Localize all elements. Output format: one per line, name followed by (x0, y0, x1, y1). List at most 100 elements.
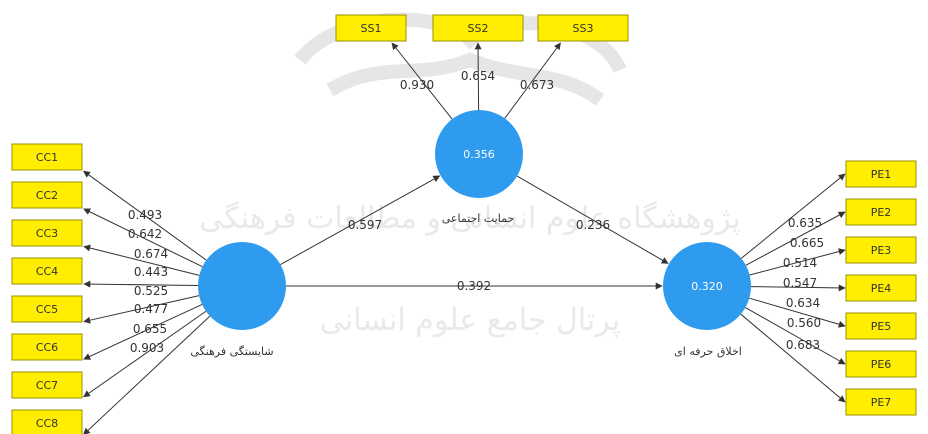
indicator-pe1-label: PE1 (871, 168, 892, 181)
construct-cultural-name: شایستگی فرهنگی (190, 345, 273, 358)
indicator-ss1[interactable]: SS1 (335, 14, 407, 42)
indicator-ss2-box (432, 14, 524, 42)
indicator-ss1-label: SS1 (361, 22, 382, 35)
loading-cc1: 0.493 (128, 208, 162, 222)
loading-pe2: 0.665 (790, 236, 824, 250)
indicator-ss2-label: SS2 (468, 22, 489, 35)
watermark-line-2: پرتال جامع علوم انسانی (320, 303, 620, 338)
loading-arrow-cc8 (82, 315, 211, 434)
loading-cc2: 0.642 (128, 227, 162, 241)
indicator-pe5-label: PE5 (871, 320, 892, 333)
indicator-pe6-label: PE6 (871, 358, 892, 371)
loading-ss3: 0.673 (520, 78, 554, 92)
indicator-ss3-label: SS3 (573, 22, 594, 35)
indicator-cc6-box (11, 333, 83, 361)
loading-arrow-cc2 (83, 208, 203, 268)
loading-pe1: 0.635 (788, 216, 822, 230)
path-arrow-social-ethics (516, 175, 669, 264)
indicator-cc4-label: CC4 (36, 265, 58, 278)
indicator-cc2[interactable]: CC2 (11, 181, 83, 209)
indicator-cc1-label: CC1 (36, 151, 58, 164)
loading-pe4: 0.547 (783, 276, 817, 290)
indicator-pe3[interactable]: PE3 (845, 236, 917, 264)
construct-cultural[interactable]: شایستگی فرهنگی (190, 242, 286, 358)
path-coef-cultural-ethics: 0.392 (457, 279, 491, 293)
loading-arrow-cc6 (83, 304, 203, 360)
indicator-cc8[interactable]: CC8 (11, 409, 83, 434)
indicator-cc3-label: CC3 (36, 227, 58, 240)
indicator-cc1-box (11, 143, 83, 171)
indicator-cc8-box (11, 409, 83, 434)
indicator-cc4-box (11, 257, 83, 285)
indicator-pe2[interactable]: PE2 (845, 198, 917, 226)
indicator-pe4-label: PE4 (871, 282, 892, 295)
loading-cc7: 0.655 (133, 322, 167, 336)
construct-social-r2: 0.356 (463, 148, 495, 161)
indicator-pe7[interactable]: PE7 (845, 388, 917, 416)
indicator-cc5-label: CC5 (36, 303, 58, 316)
indicator-cc5-box (11, 295, 83, 323)
loading-arrow-pe5 (749, 297, 846, 328)
loading-arrow-ss1 (391, 42, 453, 120)
loading-cc6: 0.477 (134, 302, 168, 316)
loading-arrow-cc4 (83, 280, 199, 288)
indicator-pe5-box (845, 312, 917, 340)
path-arrow-cultural-social (280, 175, 441, 266)
indicator-cc1[interactable]: CC1 (11, 143, 83, 171)
indicator-ss3[interactable]: SS3 (537, 14, 629, 42)
construct-social[interactable]: 0.356 حمایت اجتماعی (435, 110, 523, 225)
construct-ethics[interactable]: 0.320 اخلاق حرفه ای (663, 242, 751, 358)
indicator-cc3[interactable]: CC3 (11, 219, 83, 247)
indicator-cc3-box (11, 219, 83, 247)
indicator-pe2-label: PE2 (871, 206, 892, 219)
construct-ethics-r2: 0.320 (691, 280, 723, 293)
loading-arrow-cc1 (83, 170, 207, 261)
loading-cc4: 0.443 (134, 265, 168, 279)
loading-arrow-cc5 (83, 295, 200, 324)
construct-social-circle (435, 110, 523, 198)
indicator-cc2-box (11, 181, 83, 209)
indicator-pe7-box (845, 388, 917, 416)
indicator-ss2[interactable]: SS2 (432, 14, 524, 42)
path-coef-cultural-social: 0.597 (348, 218, 382, 232)
loading-cc5: 0.525 (134, 284, 168, 298)
loading-pe6: 0.560 (787, 316, 821, 330)
loading-pe3: 0.514 (783, 256, 817, 270)
indicator-ss3-box (537, 14, 629, 42)
loading-pe7: 0.683 (786, 338, 820, 352)
indicator-cc7-label: CC7 (36, 379, 58, 392)
construct-social-name: حمایت اجتماعی (442, 212, 515, 225)
loading-arrow-pe3 (749, 248, 846, 276)
indicator-cc7-box (11, 371, 83, 399)
construct-ethics-name: اخلاق حرفه ای (674, 345, 742, 358)
indicator-cc6[interactable]: CC6 (11, 333, 83, 361)
loading-arrow-pe2 (745, 211, 846, 266)
indicator-pe4-box (845, 274, 917, 302)
indicator-pe1-box (845, 160, 917, 188)
loading-ss2: 0.654 (461, 69, 495, 83)
watermark: پژوهشگاه علوم انسانی و مطالعات فرهنگی پر… (199, 12, 741, 338)
loading-arrow-ss2 (474, 42, 482, 111)
loading-arrow-cc3 (83, 244, 200, 276)
indicator-cc5[interactable]: CC5 (11, 295, 83, 323)
indicator-pe2-box (845, 198, 917, 226)
loading-arrow-pe6 (745, 307, 846, 365)
loading-arrow-pe1 (740, 173, 846, 259)
indicator-pe5[interactable]: PE5 (845, 312, 917, 340)
indicator-cc7[interactable]: CC7 (11, 371, 83, 399)
loading-arrow-ss3 (504, 42, 561, 119)
indicator-pe3-box (845, 236, 917, 264)
construct-cultural-circle (198, 242, 286, 330)
loading-pe5: 0.634 (786, 296, 820, 310)
loading-cc8: 0.903 (130, 341, 164, 355)
indicator-cc4[interactable]: CC4 (11, 257, 83, 285)
loading-arrow-cc7 (83, 310, 207, 398)
indicator-cc2-label: CC2 (36, 189, 58, 202)
indicator-pe4[interactable]: PE4 (845, 274, 917, 302)
indicator-pe6[interactable]: PE6 (845, 350, 917, 378)
indicator-ss1-box (335, 14, 407, 42)
indicator-pe6-box (845, 350, 917, 378)
loading-arrow-pe7 (740, 313, 846, 403)
indicator-pe1[interactable]: PE1 (845, 160, 917, 188)
